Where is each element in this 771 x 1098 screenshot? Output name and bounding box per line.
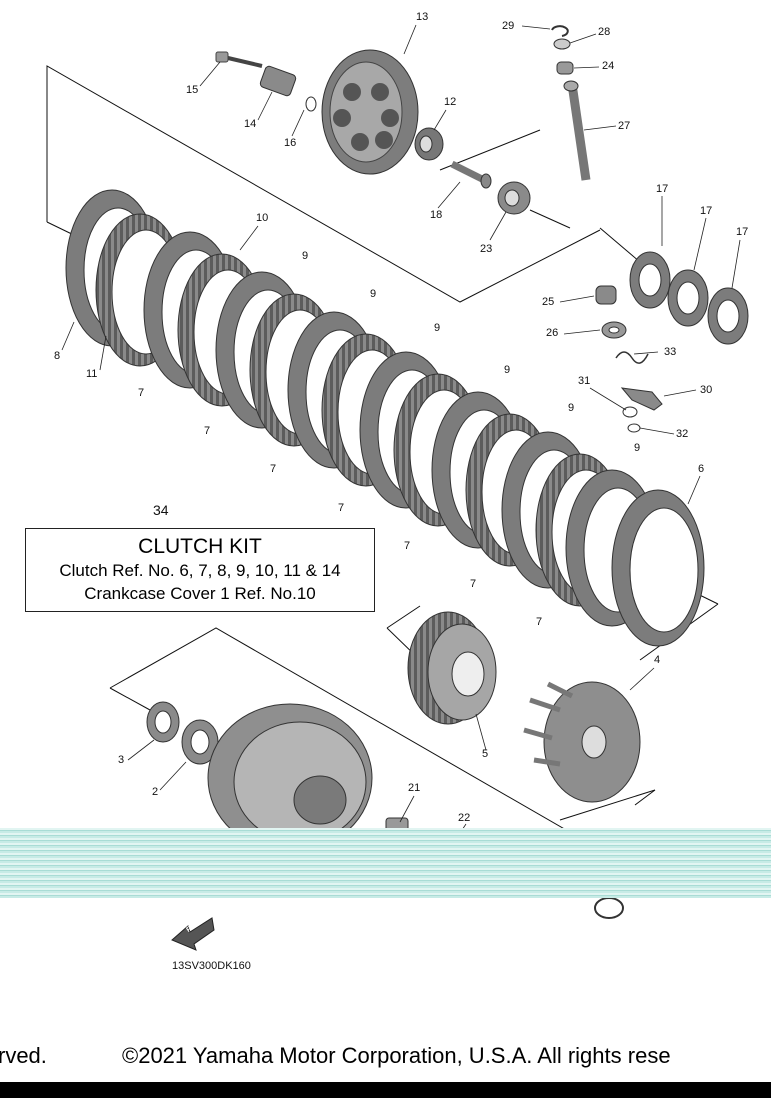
bolt-15 — [215, 51, 263, 68]
callout-11: 11 — [86, 368, 98, 380]
copyright-left: rved. — [0, 1043, 47, 1068]
callout-7f: 7 — [470, 578, 477, 590]
callout-21: 21 — [408, 782, 421, 794]
callout-3: 3 — [118, 754, 125, 766]
callout-10: 10 — [256, 212, 269, 224]
washer-3 — [146, 701, 180, 743]
pressure-plate-4 — [523, 681, 641, 803]
callout-25: 25 — [542, 296, 555, 308]
callout-9f: 9 — [634, 442, 641, 454]
washer-26 — [601, 321, 627, 339]
lever-30 — [620, 387, 663, 411]
clutch-plate-stack — [65, 189, 705, 647]
callout-29: 29 — [502, 20, 515, 32]
bearing-12 — [414, 127, 444, 161]
kit-callout-number: 34 — [153, 502, 169, 518]
callout-15: 15 — [186, 84, 199, 96]
callout-7d: 7 — [338, 502, 345, 514]
callout-5: 5 — [482, 748, 489, 760]
callout-17c: 17 — [736, 226, 749, 238]
kit-line-2: Crankcase Cover 1 Ref. No.10 — [84, 584, 316, 603]
nut-23 — [497, 181, 531, 215]
clutch-kit-box: CLUTCH KIT Clutch Ref. No. 6, 7, 8, 9, 1… — [25, 528, 375, 612]
circlip-29 — [551, 25, 569, 37]
guide-lines — [46, 65, 719, 849]
callout-27: 27 — [618, 120, 631, 132]
callout-26: 26 — [546, 327, 559, 339]
scan-artifact-band — [0, 828, 771, 898]
callout-28: 28 — [598, 26, 611, 38]
callout-6: 6 — [698, 463, 705, 475]
washer-32 — [627, 423, 641, 433]
part-washer-lower — [594, 897, 624, 919]
kit-title: CLUTCH KIT — [138, 535, 262, 558]
callout-2: 2 — [152, 786, 159, 798]
callout-22: 22 — [458, 812, 471, 824]
callout-7b: 7 — [204, 425, 211, 437]
washer-28 — [553, 38, 571, 50]
washer-31 — [622, 406, 638, 418]
callout-8: 8 — [54, 350, 61, 362]
callout-16: 16 — [284, 137, 297, 149]
callout-9a: 9 — [302, 250, 309, 262]
fwd-arrow-icon — [171, 917, 215, 951]
push-rod-18 — [450, 160, 492, 189]
callout-7c: 7 — [270, 463, 277, 475]
callout-9c: 9 — [434, 322, 441, 334]
kit-line-1: Clutch Ref. No. 6, 7, 8, 9, 10, 11 & 14 — [59, 561, 341, 580]
seal-24 — [556, 61, 574, 75]
bearing-25 — [595, 285, 617, 305]
plates-17 — [629, 251, 749, 345]
push-rod-27 — [563, 80, 591, 181]
footer-bar — [0, 1082, 771, 1098]
callout-30: 30 — [700, 384, 713, 396]
copyright-right: ©2021 Yamaha Motor Corporation, U.S.A. A… — [122, 1043, 671, 1068]
callout-4: 4 — [654, 654, 661, 666]
callout-9d: 9 — [504, 364, 511, 376]
diagram-code: 13SV300DK160 — [172, 960, 251, 972]
washer-2 — [181, 719, 219, 765]
spring-33 — [615, 351, 649, 364]
callout-9b: 9 — [370, 288, 377, 300]
callout-7a: 7 — [138, 387, 145, 399]
callout-33: 33 — [664, 346, 677, 358]
callout-9e: 9 — [568, 402, 575, 414]
callout-7e: 7 — [404, 540, 411, 552]
washer-16 — [305, 96, 317, 112]
callout-12: 12 — [444, 96, 457, 108]
clutch-boss-5 — [407, 611, 497, 725]
callout-32: 32 — [676, 428, 689, 440]
callout-31: 31 — [578, 375, 591, 387]
pressure-plate-13 — [321, 49, 419, 175]
callout-14: 14 — [244, 118, 257, 130]
leader-lines — [61, 24, 741, 837]
callout-24: 24 — [602, 60, 615, 72]
callout-17b: 17 — [700, 205, 713, 217]
callout-23: 23 — [480, 243, 493, 255]
clutch-housing — [207, 703, 373, 853]
callout-7g: 7 — [536, 616, 543, 628]
callout-13: 13 — [416, 11, 429, 23]
friction-plate-6 — [611, 489, 705, 647]
callout-18: 18 — [430, 209, 443, 221]
callout-17a: 17 — [656, 183, 669, 195]
spring-14 — [259, 65, 297, 97]
